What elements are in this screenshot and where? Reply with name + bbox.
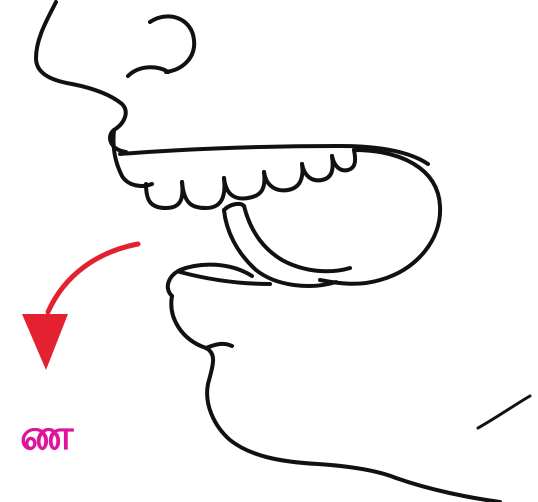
tooth-6	[332, 150, 355, 170]
nostril-inner	[128, 67, 168, 76]
upper-teeth	[146, 150, 355, 208]
chin-outline	[171, 296, 396, 478]
neck-line	[396, 478, 500, 502]
chin-crease	[206, 344, 232, 348]
tooth-3	[224, 172, 264, 198]
tooth-4	[264, 164, 302, 190]
tongue-outline-front	[224, 210, 336, 286]
nostril-outline	[150, 16, 194, 72]
tooth-2	[182, 178, 224, 208]
tamil-letter-label: ண	[20, 414, 72, 456]
lower-lip-inner	[180, 272, 270, 284]
upper-gum-line	[120, 146, 428, 164]
tooth-5	[302, 156, 333, 180]
downward-arrow-icon	[48, 244, 138, 312]
upper-lip-edge	[113, 130, 152, 186]
tongue-outline-back	[244, 206, 350, 271]
neck-line-right	[478, 396, 530, 428]
tongue-tip-link	[224, 204, 244, 210]
arrow-head	[22, 314, 68, 370]
